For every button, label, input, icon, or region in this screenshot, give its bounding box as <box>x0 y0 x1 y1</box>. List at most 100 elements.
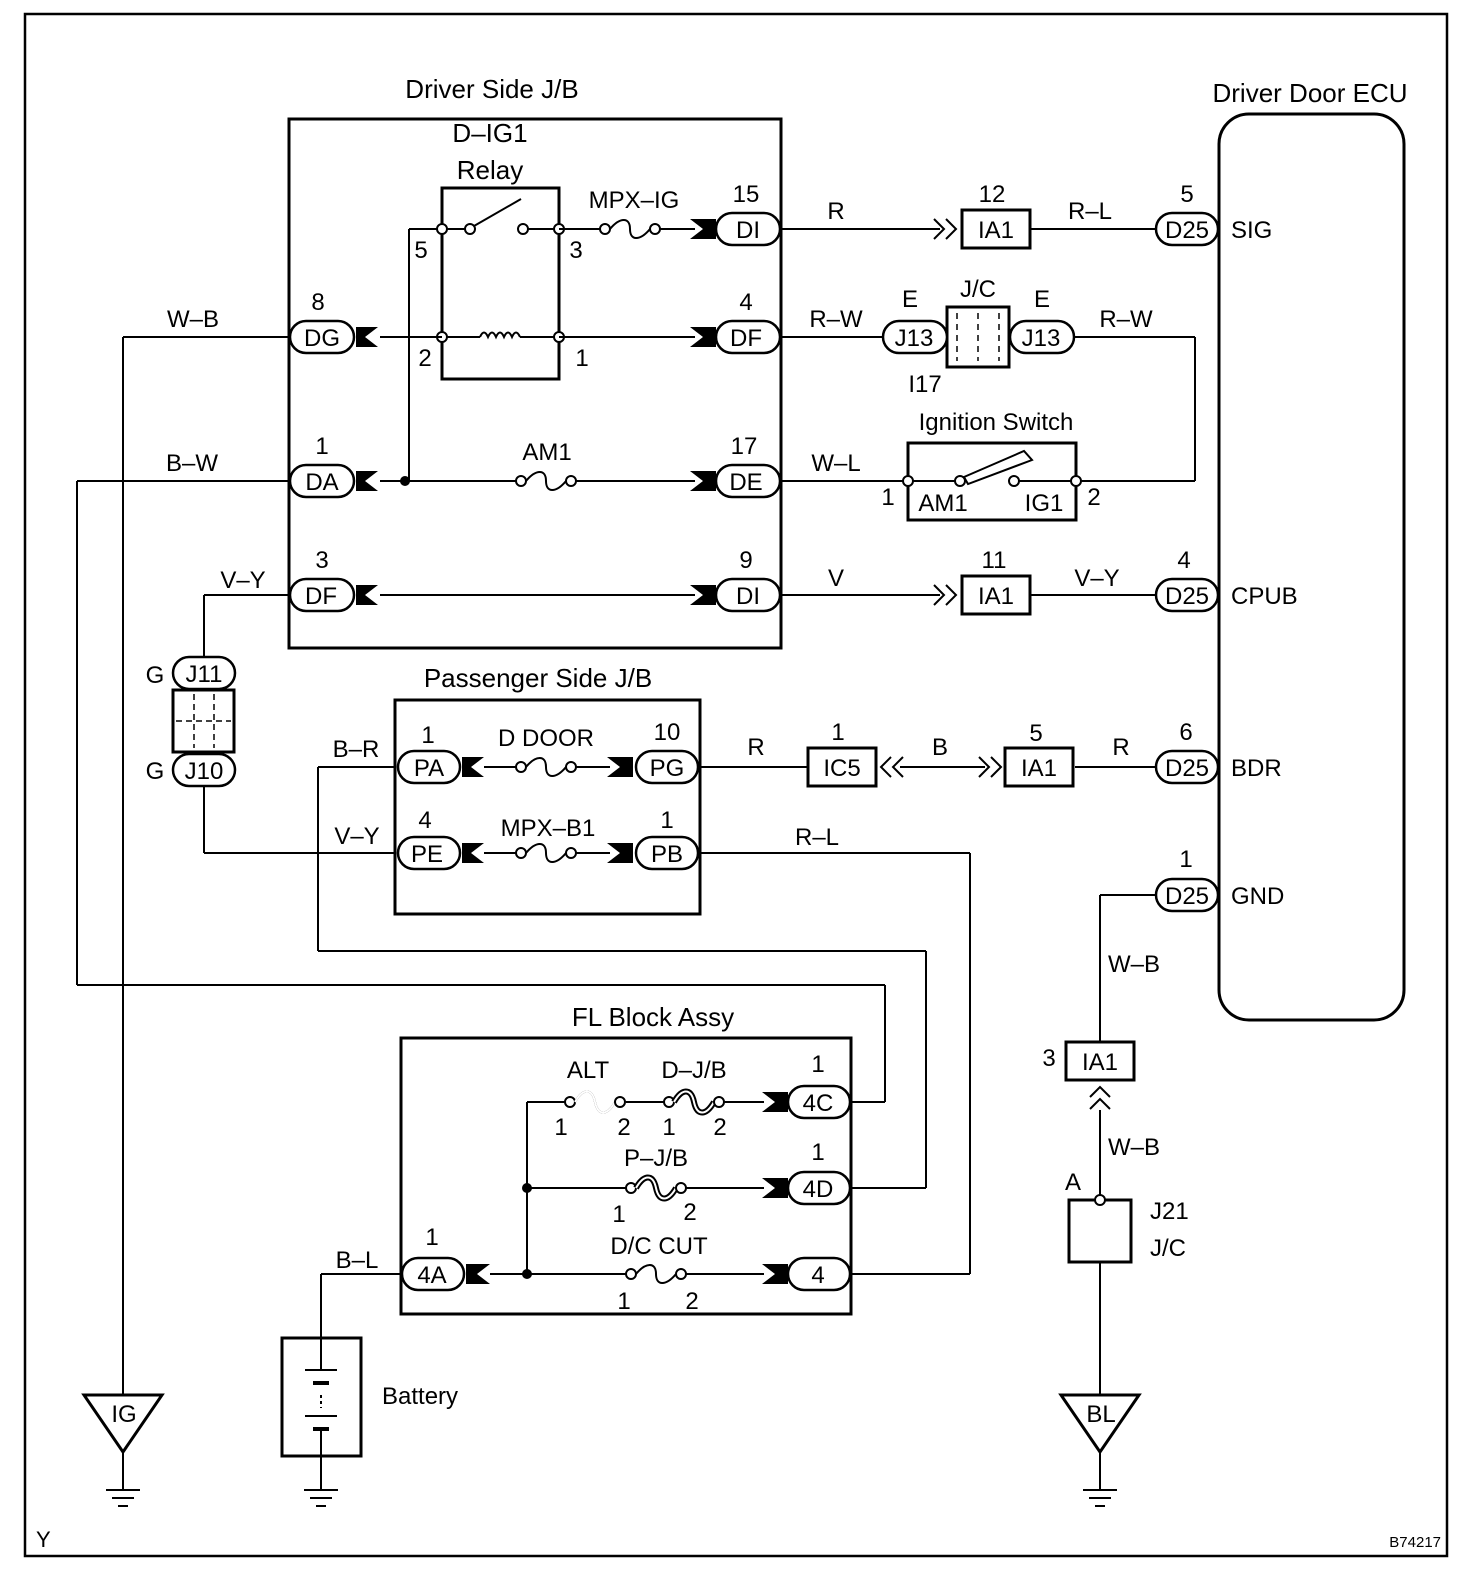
fuse-dc-cut-label: D/C CUT <box>610 1233 708 1260</box>
connector-code: J11 <box>186 661 223 688</box>
ig-terminal-1: 1 <box>881 484 894 511</box>
wire-label: R <box>747 734 764 761</box>
driver-side-jb-title: Driver Side J/B <box>405 74 578 104</box>
ig-terminal-2: 2 <box>1087 484 1100 511</box>
wire-label: W–L <box>811 450 860 477</box>
connector-code: IA1 <box>978 583 1014 610</box>
connector-code: 4 <box>811 1262 824 1289</box>
pjb-terminal-2: 2 <box>683 1199 696 1226</box>
diagram-frame <box>23 12 1449 1558</box>
connector-j13-left: J13 E <box>881 286 949 355</box>
connector-pin: 4 <box>739 289 752 316</box>
corner-label-left: Y <box>36 1527 51 1552</box>
connector-j11: J11 G <box>146 655 237 691</box>
ground-symbols <box>106 1489 1117 1507</box>
ecu-pin-cpub: CPUB <box>1231 583 1298 610</box>
connector-pin: 12 <box>979 181 1006 208</box>
connector-code: J10 <box>185 758 224 785</box>
alt-terminal-1: 1 <box>554 1114 567 1141</box>
fl-block-assy: FL Block Assy <box>399 1002 853 1316</box>
wire-label: V–Y <box>1074 565 1119 592</box>
ground-icon <box>1083 1489 1117 1507</box>
junction-dot <box>522 1269 532 1279</box>
passenger-side-jb: Passenger Side J/B <box>393 663 702 916</box>
fuse-alt-label: ALT <box>567 1057 610 1084</box>
connector-pin: 3 <box>315 547 328 574</box>
connector-code: IA1 <box>978 217 1014 244</box>
wire-label: B–L <box>336 1247 379 1274</box>
fuse-mpx-ig-label: MPX–IG <box>589 187 680 214</box>
fuse-p-jb: P–J/B 1 2 <box>612 1145 696 1228</box>
connector-pin: 1 <box>811 1139 824 1166</box>
connector-code: 4D <box>803 1176 834 1203</box>
jc-top-label: J/C <box>960 276 996 303</box>
wire-label: R <box>827 198 844 225</box>
battery: Battery <box>280 1336 458 1458</box>
connector-pe-4: PE 4 <box>396 807 462 871</box>
connector-code: D25 <box>1165 755 1209 782</box>
figure-code: B74217 <box>1389 1534 1441 1551</box>
connector-ic5: IC5 1 <box>806 719 878 788</box>
connector-pin: 5 <box>1180 181 1193 208</box>
connector-pin: 6 <box>1179 719 1192 746</box>
j21-terminal-a: A <box>1065 1169 1081 1196</box>
fuse-d-door-label: D DOOR <box>498 725 594 752</box>
relay-terminal-3: 3 <box>569 237 582 264</box>
connector-code: DI <box>736 217 760 244</box>
connector-4c: 4C 1 <box>786 1051 852 1120</box>
connector-pin: 3 <box>1042 1045 1055 1072</box>
connector-pin: G <box>146 758 165 785</box>
connector-code: DI <box>736 583 760 610</box>
connector-pin: 1 <box>421 722 434 749</box>
connector-pin: 15 <box>733 181 760 208</box>
junction-dot <box>400 476 410 486</box>
connector-pin: 1 <box>660 807 673 834</box>
fl-block-assy-title: FL Block Assy <box>572 1002 734 1032</box>
connector-pin: 10 <box>654 719 681 746</box>
driver-side-jb: Driver Side J/B <box>287 74 783 650</box>
connector-pin: G <box>146 662 165 689</box>
connector-pin: 1 <box>1179 846 1192 873</box>
connector-di-15: DI 15 <box>714 181 782 247</box>
connector-pin: 1 <box>811 1051 824 1078</box>
wire-label: V–Y <box>334 823 379 850</box>
connector-de-17: DE 17 <box>714 433 782 499</box>
connector-code: PA <box>414 755 444 782</box>
connector-pin: 1 <box>831 719 844 746</box>
connector-code: PB <box>651 841 683 868</box>
d-ig1-relay: D–IG1 Relay 5 3 2 1 <box>409 118 589 381</box>
wire-label: R <box>1112 734 1129 761</box>
connector-pin: 4 <box>1177 547 1190 574</box>
connector-pb-1: PB 1 <box>634 807 700 871</box>
ecu-pin-bdr: BDR <box>1231 755 1282 782</box>
battery-label: Battery <box>382 1383 458 1410</box>
relay-terminal-2: 2 <box>418 345 431 372</box>
connector-code: DA <box>305 469 338 496</box>
driver-door-ecu-title: Driver Door ECU <box>1212 78 1407 108</box>
wire-label: V <box>828 565 844 592</box>
connector-code: PE <box>411 841 443 868</box>
fuse-d-jb-label: D–J/B <box>661 1057 726 1084</box>
djb-terminal-1: 1 <box>662 1114 675 1141</box>
fuse-mpx-b1-label: MPX–B1 <box>501 815 596 842</box>
source-bl: BL <box>1058 1393 1142 1455</box>
connector-code: J13 <box>1022 325 1061 352</box>
connector-d25-6: D25 6 <box>1154 719 1220 785</box>
connector-d25-4: D25 4 <box>1154 547 1220 613</box>
connector-di-9: DI 9 <box>714 547 782 613</box>
connector-dg-8: DG 8 <box>288 289 356 355</box>
connector-code: 4A <box>417 1262 446 1289</box>
connector-ia1-12: IA1 12 <box>960 181 1032 250</box>
wire-label: R–W <box>1099 306 1153 333</box>
connector-pg-10: PG 10 <box>634 719 700 785</box>
connector-ia1-5: IA1 5 <box>1003 720 1075 788</box>
connector-code: D25 <box>1165 583 1209 610</box>
driver-door-ecu: Driver Door ECU <box>1212 78 1408 1022</box>
ecu-pin-labels: SIG CPUB BDR GND <box>1231 217 1298 910</box>
wire-label: V–Y <box>220 567 265 594</box>
dc-terminal-2: 2 <box>685 1288 698 1315</box>
junction-j11-j10 <box>171 688 236 754</box>
junction-connector-jc: J/C <box>945 276 1011 369</box>
fuse-mpx-ig: MPX–IG <box>589 187 680 239</box>
wire-label: W–B <box>1108 1134 1160 1161</box>
